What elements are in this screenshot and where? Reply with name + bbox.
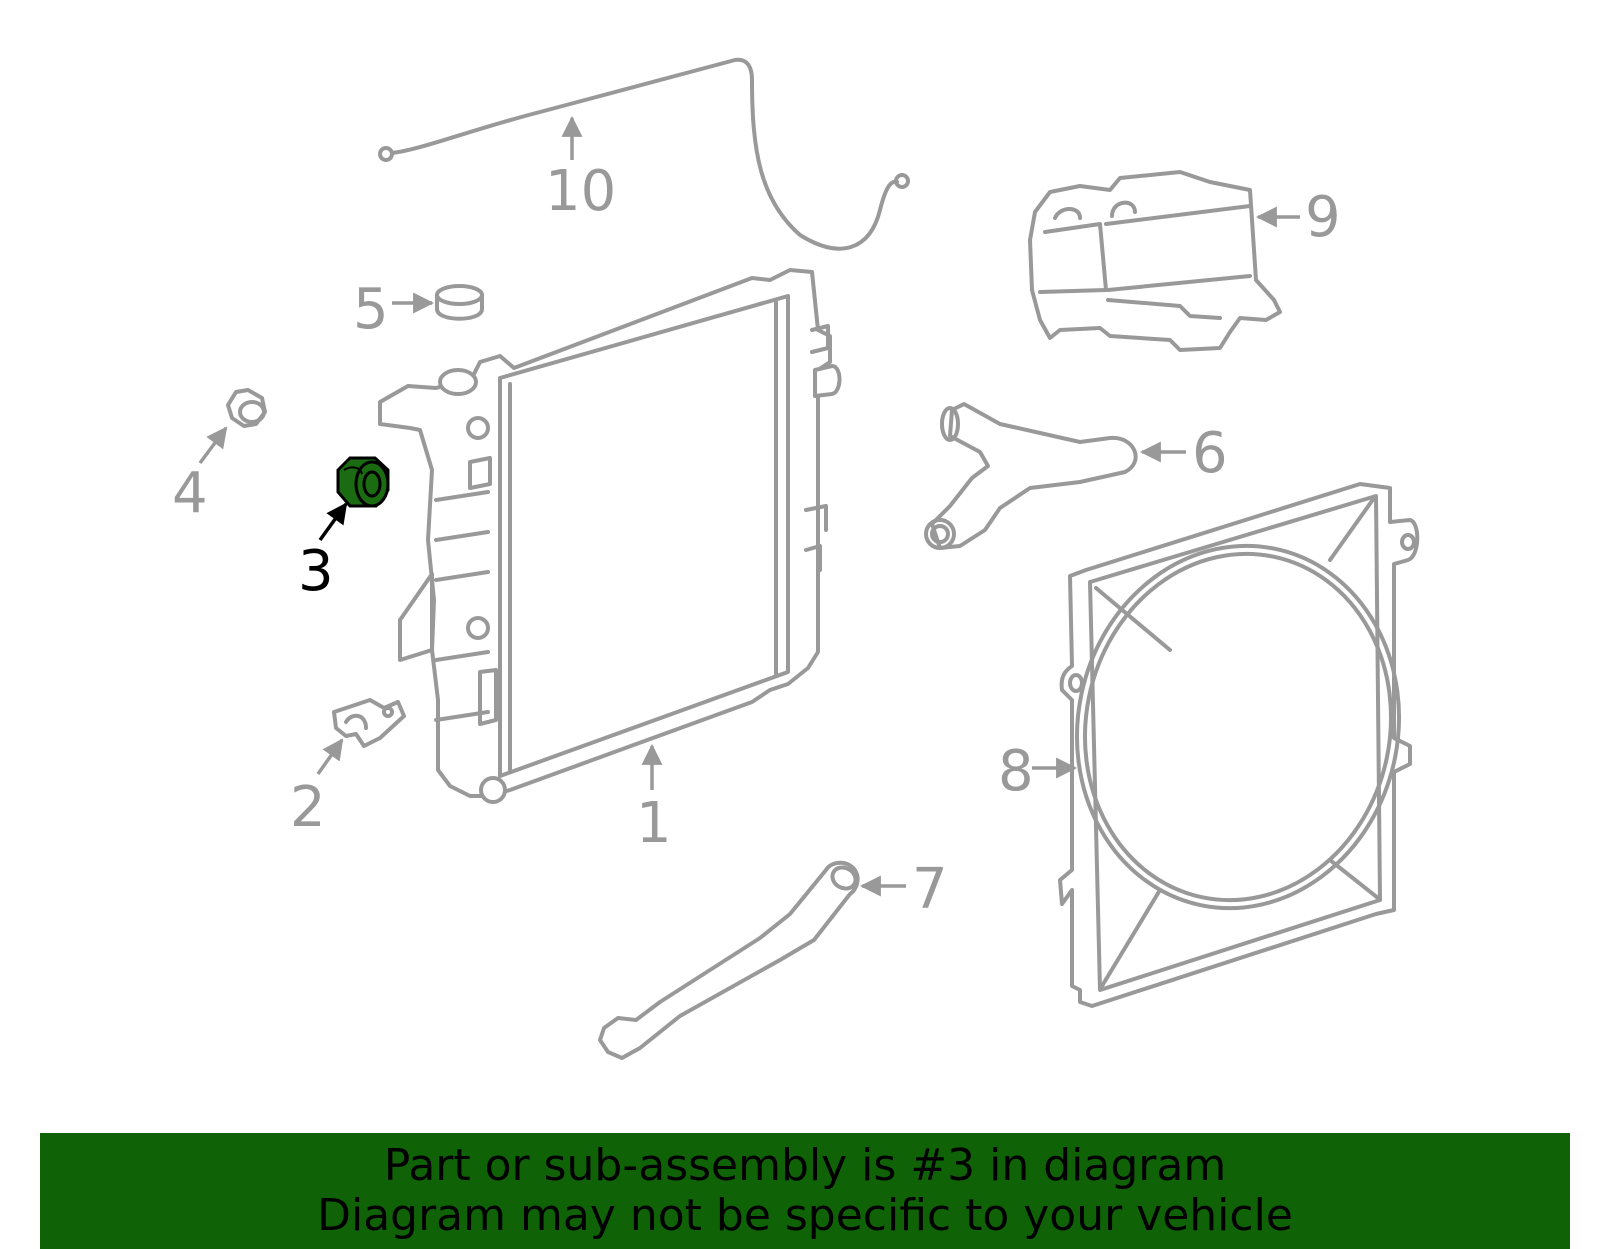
upper-hose-part-6[interactable] <box>924 402 1138 550</box>
callout-4: 4 <box>172 461 208 526</box>
callout-6: 6 <box>1192 421 1228 486</box>
callout-9: 9 <box>1305 185 1341 250</box>
leader-2 <box>316 738 344 776</box>
leader-3 <box>318 502 348 542</box>
seal-part-5[interactable] <box>435 284 484 321</box>
callout-2: 2 <box>290 775 326 840</box>
callout-1: 1 <box>636 791 672 856</box>
banner-line-1: Part or sub-assembly is #3 in diagram <box>383 1140 1227 1191</box>
bracket-part-2[interactable] <box>332 698 406 748</box>
radiator-part-1[interactable] <box>378 268 842 804</box>
callout-10: 10 <box>545 159 616 224</box>
lower-hose-part-7[interactable] <box>598 860 860 1060</box>
callout-7: 7 <box>912 857 948 922</box>
banner-line-2: Diagram may not be specific to your vehi… <box>317 1190 1293 1241</box>
drain-plug-part-4[interactable] <box>226 388 267 428</box>
overflow-hose-part-10[interactable] <box>378 57 910 251</box>
callout-8: 8 <box>998 739 1034 804</box>
leader-4 <box>198 426 228 465</box>
callout-3: 3 <box>298 539 334 604</box>
fan-shroud-part-8[interactable] <box>1044 482 1433 1008</box>
insulator-part-3-highlighted[interactable] <box>336 456 390 508</box>
coolant-reservoir-part-9[interactable] <box>1028 170 1282 352</box>
callout-5: 5 <box>353 277 389 342</box>
part-info-banner: Part or sub-assembly is #3 in diagram Di… <box>40 1133 1570 1249</box>
